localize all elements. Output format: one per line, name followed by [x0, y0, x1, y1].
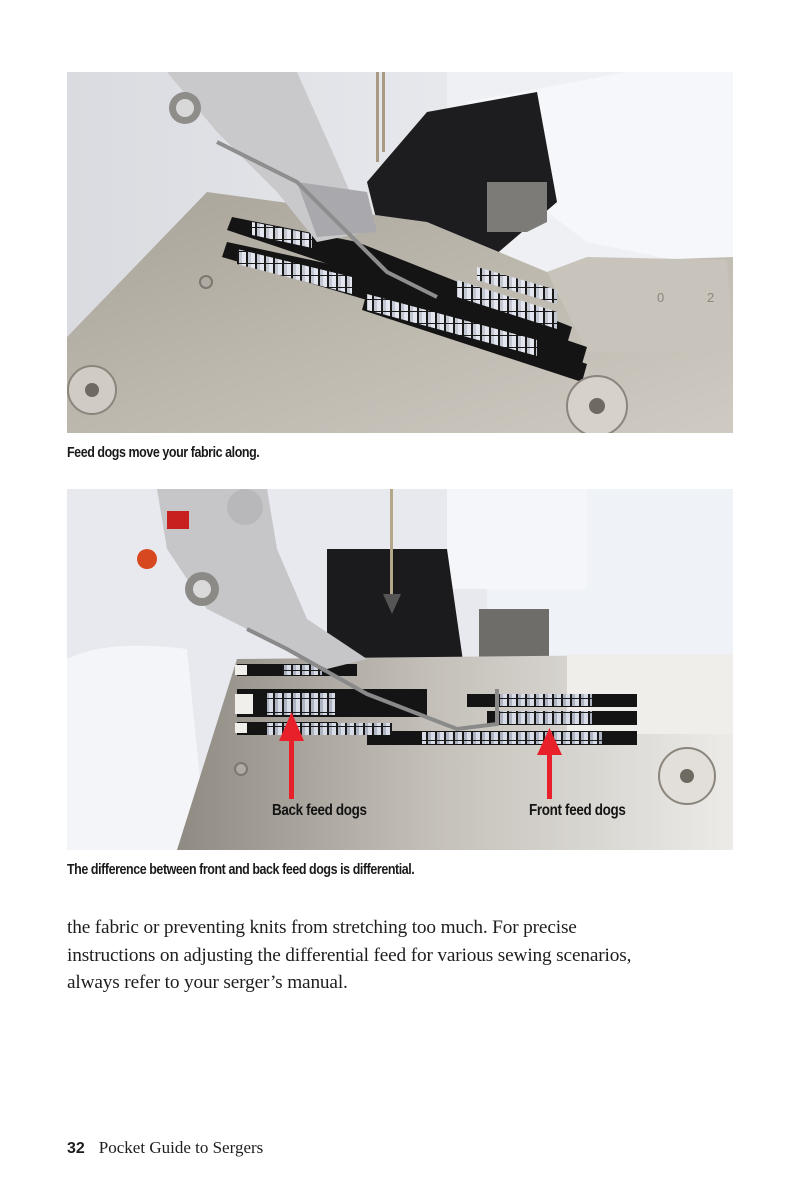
page-footer: 32 Pocket Guide to Sergers	[67, 1138, 263, 1158]
back-feed-dogs-label: Back feed dogs	[272, 802, 367, 819]
body-paragraph: the fabric or preventing knits from stre…	[67, 914, 747, 997]
book-title: Pocket Guide to Sergers	[98, 1138, 264, 1157]
front-feed-dogs-label: Front feed dogs	[529, 802, 626, 819]
back-feed-dogs-arrow	[279, 712, 304, 799]
front-feed-dogs-arrow	[537, 728, 562, 799]
plate-marking-0: 0	[657, 290, 664, 305]
front-back-feed-dogs-image	[67, 489, 733, 850]
plate-marking-2: 2	[707, 290, 714, 305]
body-line: instructions on adjusting the differenti…	[67, 944, 632, 966]
page-number: 32	[67, 1140, 85, 1157]
figure-1-photo: 0 2	[67, 72, 733, 433]
body-line: the fabric or preventing knits from stre…	[67, 917, 577, 938]
figure-1-caption: Feed dogs move your fabric along.	[67, 445, 260, 461]
body-line: always refer to your serger’s manual.	[67, 972, 348, 993]
serger-feed-dogs-image: 0 2	[67, 72, 733, 433]
figure-2-caption: The difference between front and back fe…	[67, 862, 415, 878]
figure-2-photo	[67, 489, 733, 850]
